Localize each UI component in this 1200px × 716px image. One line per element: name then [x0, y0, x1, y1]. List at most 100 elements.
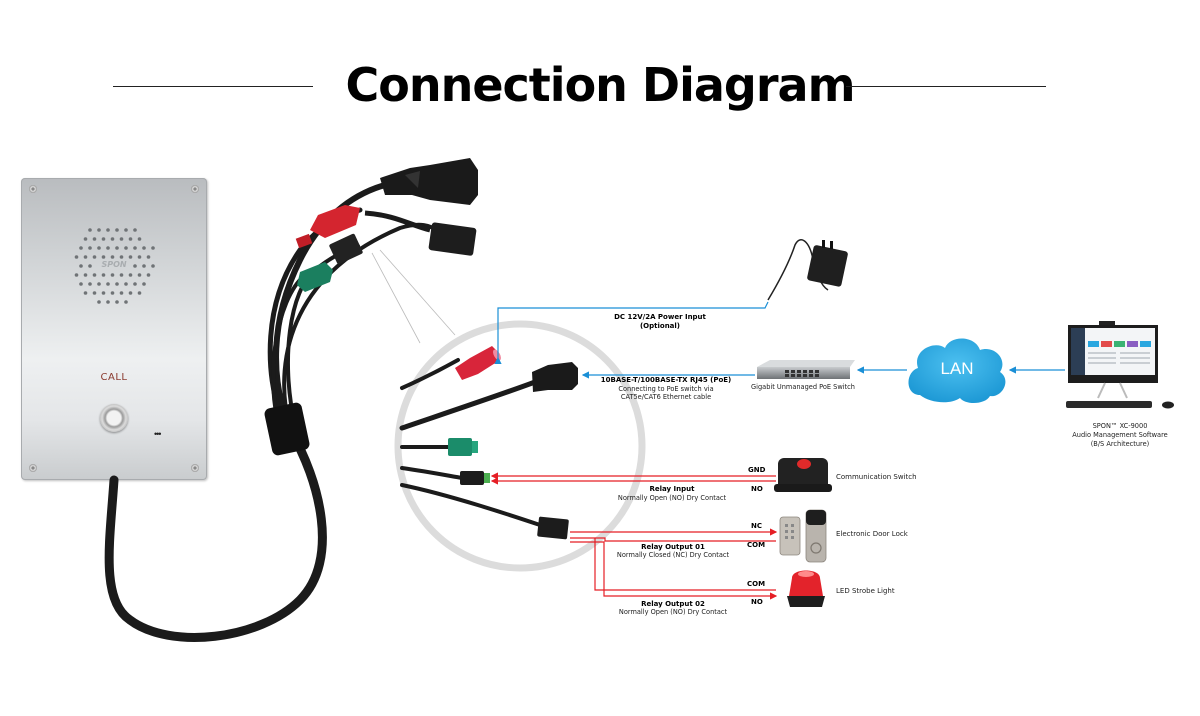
grille-hole — [115, 246, 119, 250]
magnifier-circle — [394, 320, 646, 572]
ethernet-line1: Connecting to PoE switch via — [618, 385, 714, 393]
grille-hole — [92, 291, 97, 295]
grille-hole — [97, 228, 101, 232]
power-title: DC 12V/2A Power Input — [614, 313, 706, 321]
door-lock-label: Electronic Door Lock — [836, 530, 908, 538]
relay-input-title: Relay Input — [649, 485, 695, 493]
grille-hole — [128, 237, 133, 241]
grille-hole — [88, 246, 92, 250]
grille-hole — [137, 291, 142, 295]
speaker-grille-icon: SPON — [74, 228, 155, 304]
relay-output-terminal-magnified-icon — [537, 516, 569, 540]
grille-hole — [133, 282, 137, 286]
computer-icon — [1066, 321, 1174, 409]
grille-hole — [137, 255, 142, 259]
grille-hole — [119, 255, 124, 259]
pin-com: COM — [747, 580, 766, 588]
grille-hole — [106, 228, 110, 232]
relay-output-01-subtitle: Normally Closed (NC) Dry Contact — [616, 551, 730, 559]
rj45-connector-icon — [380, 158, 478, 205]
grille-hole — [146, 273, 151, 277]
grille-hole — [88, 282, 92, 286]
title-rule-left — [113, 86, 313, 87]
grille-hole — [110, 255, 115, 259]
communication-switch-label: Communication Switch — [836, 473, 917, 481]
power-subtitle: (Optional) — [639, 322, 681, 330]
grille-hole — [74, 273, 79, 277]
grille-hole — [128, 255, 133, 259]
ethernet-title: 10BASE-T/100BASE-TX RJ45 (PoE) — [600, 376, 732, 384]
grille-hole — [97, 246, 101, 250]
power-adapter-icon — [767, 239, 848, 301]
power-line — [494, 301, 769, 364]
grille-hole — [133, 264, 137, 268]
grille-hole — [119, 237, 124, 241]
grille-hole — [83, 291, 88, 295]
magnified-cables — [399, 358, 542, 527]
brand-logo: SPON — [101, 260, 126, 269]
relay-output-02-subtitle: Normally Open (NO) Dry Contact — [618, 608, 728, 616]
grille-hole — [133, 246, 137, 250]
grille-hole — [128, 291, 133, 295]
grille-hole — [74, 255, 79, 259]
door-lock-icon — [779, 509, 827, 563]
call-button[interactable] — [100, 404, 128, 432]
grille-hole — [133, 228, 137, 232]
cable-junction — [264, 402, 310, 456]
grille-hole — [142, 282, 146, 286]
dc-power-connector-icon — [295, 205, 360, 249]
page-title: Connection Diagram — [345, 58, 855, 112]
grille-hole — [106, 282, 110, 286]
poe-switch-label: Gigabit Unmanaged PoE Switch — [751, 383, 855, 391]
grille-hole — [115, 228, 119, 232]
screw-icon — [29, 464, 37, 472]
grille-hole — [97, 300, 101, 304]
status-indicator-icon: ••• — [154, 429, 162, 439]
grille-hole — [101, 237, 106, 241]
strobe-light-icon — [787, 570, 825, 607]
grille-hole — [79, 246, 83, 250]
grille-hole — [115, 300, 119, 304]
software-line1: SPON™ XC-9000 — [1092, 422, 1148, 430]
poe-switch-icon — [757, 360, 855, 379]
title-rule-right — [846, 86, 1046, 87]
grille-hole — [92, 237, 97, 241]
intercom-panel: SPON CALL ••• — [21, 178, 207, 480]
grille-hole — [151, 246, 155, 250]
grille-hole — [124, 300, 128, 304]
grille-hole — [101, 273, 106, 277]
relay-input-connector-icon — [329, 233, 363, 265]
grille-hole — [124, 246, 128, 250]
grille-hole — [79, 264, 83, 268]
lan-cloud-icon — [908, 338, 1006, 404]
lan-label: LAN — [940, 359, 974, 378]
grille-hole — [137, 273, 142, 277]
screw-icon — [191, 185, 199, 193]
software-line3: (B/S Architecture) — [1090, 440, 1150, 448]
grille-hole — [115, 282, 119, 286]
grille-hole — [124, 228, 128, 232]
pin-gnd: GND — [748, 466, 766, 474]
relay-output-01-title: Relay Output 01 — [641, 543, 705, 551]
pin-no: NO — [751, 485, 763, 493]
strobe-light-label: LED Strobe Light — [836, 587, 895, 595]
magnifier-pointer — [379, 249, 456, 336]
grille-hole — [106, 300, 110, 304]
grille-hole — [110, 273, 115, 277]
grille-hole — [110, 291, 115, 295]
grille-hole — [79, 282, 83, 286]
grille-hole — [83, 237, 88, 241]
pin-no: NO — [751, 598, 763, 606]
grille-hole — [119, 291, 124, 295]
relay-input-lines — [490, 472, 776, 485]
grille-hole — [92, 255, 97, 259]
pin-nc: NC — [751, 522, 762, 530]
audio-terminal-magnified-icon — [448, 438, 478, 456]
screw-icon — [191, 464, 199, 472]
grille-hole — [146, 255, 151, 259]
grille-hole — [101, 291, 106, 295]
software-line2: Audio Management Software — [1072, 431, 1168, 439]
audio-connector-icon — [297, 262, 333, 292]
grille-hole — [142, 264, 146, 268]
grille-hole — [137, 237, 142, 241]
